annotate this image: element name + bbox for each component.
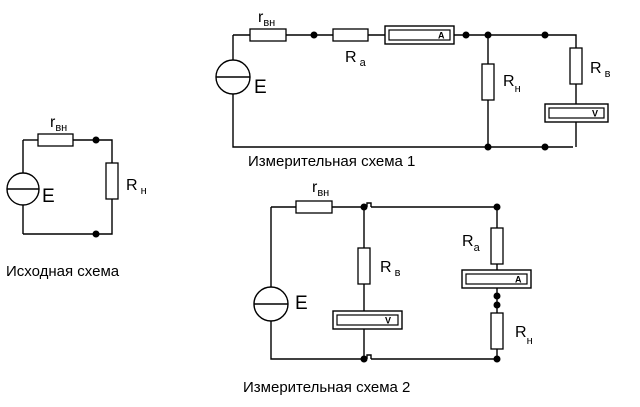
original-bottom-wire <box>23 199 113 235</box>
scheme2-caption: Измерительная схема 2 <box>243 379 410 396</box>
scheme2-bottom-wire-left <box>270 321 367 360</box>
scheme2-top-wire-3 <box>371 206 498 228</box>
original-top-wire-right <box>73 139 113 163</box>
scheme1-node-5 <box>484 143 492 151</box>
scheme2-ammeter: A <box>461 269 532 289</box>
scheme2-r-load <box>490 312 504 350</box>
scheme2-voltmeter-letter: V <box>385 316 391 326</box>
scheme1-r-load-label: Rн <box>503 73 521 95</box>
scheme1-voltmeter-letter: V <box>592 109 598 119</box>
scheme2-r-load-label: Rн <box>515 324 533 347</box>
scheme2-source-label: E <box>295 293 308 314</box>
scheme1-voltmeter: V <box>544 103 609 123</box>
scheme2-crossover-bottom <box>366 354 372 359</box>
scheme1-node-2 <box>462 31 470 39</box>
scheme1-r-load <box>481 63 495 101</box>
scheme1-r-ammeter <box>332 28 369 42</box>
scheme1-ammeter: A <box>384 25 455 45</box>
scheme2-r-voltmeter <box>357 247 371 285</box>
scheme2-crossover-top <box>366 202 372 207</box>
scheme1-bottom-wire <box>232 94 573 148</box>
original-caption: Исходная схема <box>6 263 120 280</box>
scheme1-top-wire-4 <box>454 34 577 48</box>
scheme1-caption: Измерительная схема 1 <box>248 153 415 170</box>
original-r-internal-label: rвн <box>50 114 67 134</box>
scheme2-node-2 <box>493 203 501 211</box>
scheme1-source-label: E <box>254 77 267 98</box>
scheme2-r-ammeter <box>490 227 504 265</box>
original-node-top <box>92 136 100 144</box>
scheme1-r-internal <box>249 28 287 42</box>
scheme2-r-ammeter-label: Rа <box>462 233 481 254</box>
scheme1-node-6 <box>541 143 549 151</box>
scheme1-node-4 <box>541 31 549 39</box>
scheme2-node-4 <box>493 301 501 309</box>
original-r-load <box>105 162 119 200</box>
scheme1-node-1 <box>310 31 318 39</box>
scheme2-node-1 <box>360 203 368 211</box>
scheme1-ammeter-letter: A <box>438 31 445 41</box>
scheme1-r-internal-label: rвн <box>258 9 275 29</box>
scheme2-r-internal <box>295 200 333 214</box>
scheme1-node-3 <box>484 31 492 39</box>
scheme2-node-6 <box>493 355 501 363</box>
scheme2-node-5 <box>360 355 368 363</box>
scheme1-r-voltmeter <box>569 47 583 85</box>
original-node-bottom <box>92 230 100 238</box>
scheme2-node-3 <box>493 292 501 300</box>
scheme2-ammeter-letter: A <box>515 275 522 285</box>
scheme2-voltmeter: V <box>332 310 403 330</box>
scheme2-r-internal-label: rвн <box>312 179 329 199</box>
original-r-internal <box>37 133 74 147</box>
original-source-label: E <box>42 186 55 207</box>
